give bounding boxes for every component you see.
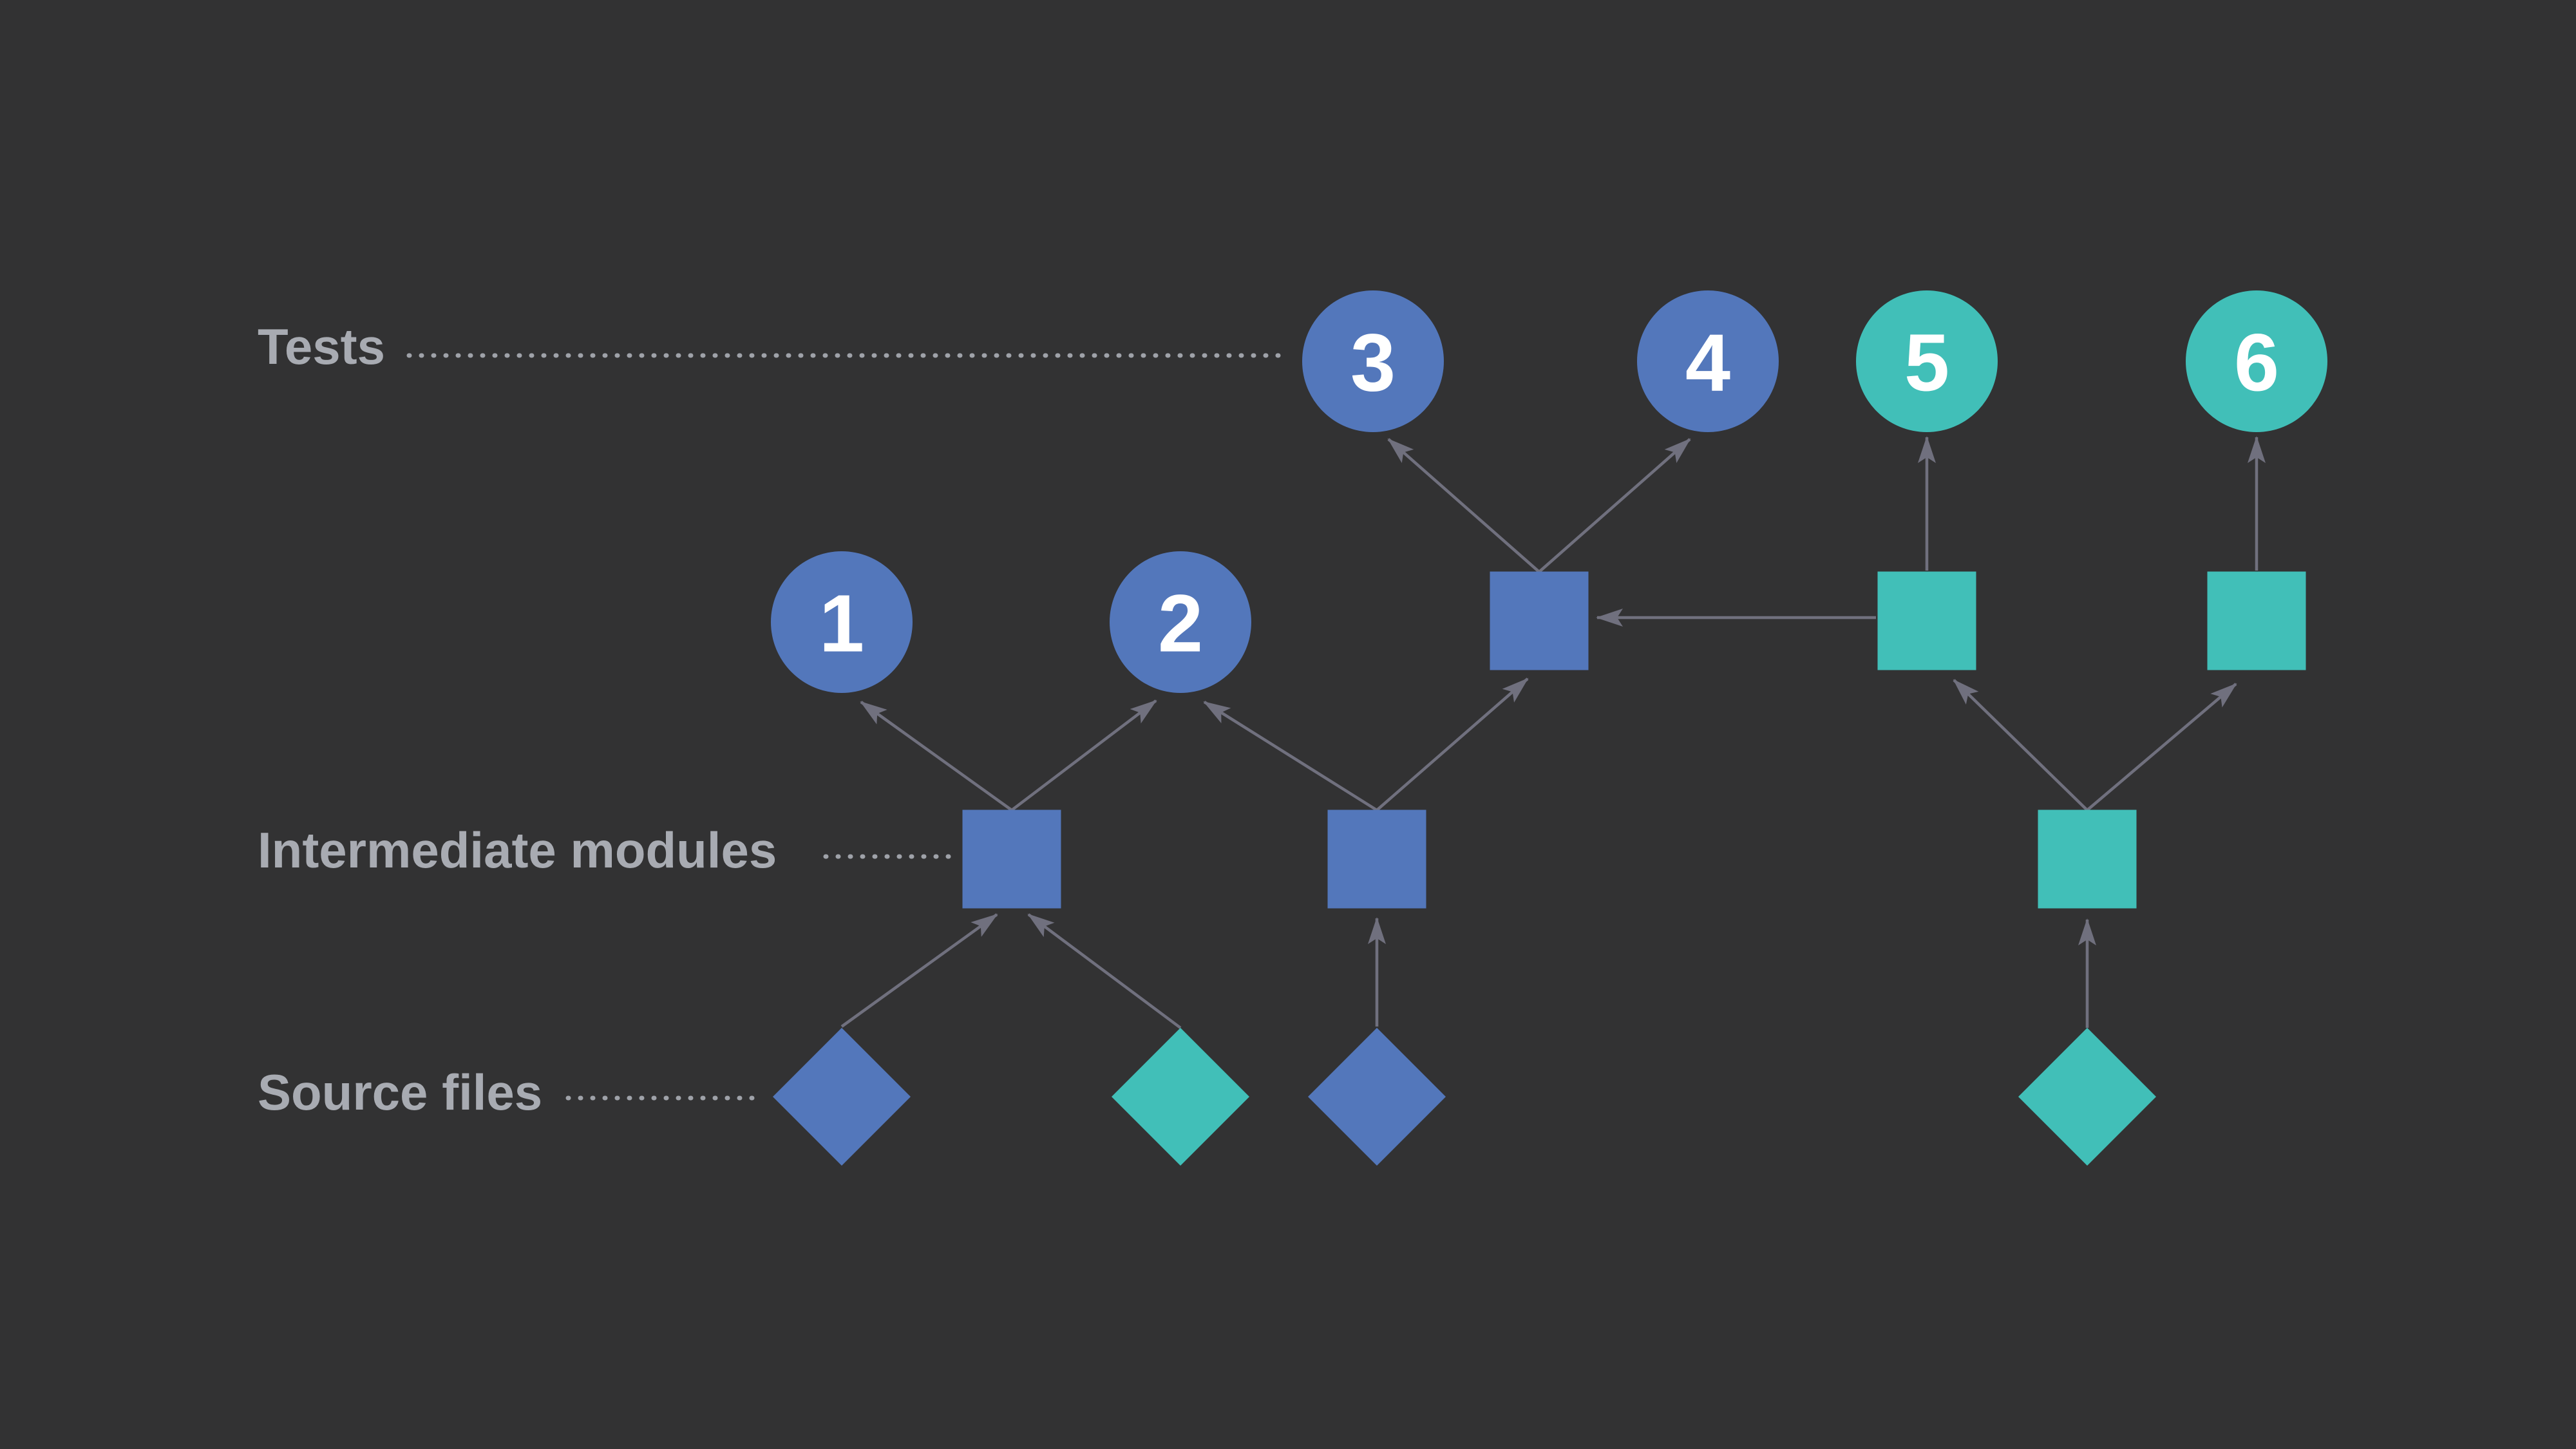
test-circle-6: [2186, 290, 2327, 432]
intermediate-module-square-4: [1877, 571, 1976, 670]
source-file-diamond-4: [2018, 1028, 2156, 1166]
dependency-arrow-intermediate-module-square-2-to-test-circle-2: [1203, 701, 1378, 811]
intermediate-module-square-1: [962, 810, 1061, 909]
dependency-arrow-intermediate-module-square-3-to-test-circle-3: [1387, 438, 1540, 573]
source-file-diamond-3: [1308, 1028, 1446, 1166]
source-file-diamond-2: [1112, 1028, 1249, 1166]
test-circle-4: [1637, 290, 1779, 432]
intermediate-module-square-3: [1490, 571, 1589, 670]
test-circle-2: [1110, 551, 1251, 693]
dependency-arrow-source-file-diamond-1-to-intermediate-module-square-1: [840, 913, 998, 1028]
row-label-tests: Tests: [258, 318, 385, 375]
intermediate-module-square-5: [2207, 571, 2306, 670]
test-circle-1-number: 1: [819, 578, 864, 668]
test-circle-3: [1302, 290, 1444, 432]
test-circle-6-number: 6: [2234, 317, 2279, 408]
test-circle-3-number: 3: [1350, 317, 1396, 408]
test-circle-5-number: 5: [1904, 317, 1949, 408]
test-circle-1: [771, 551, 913, 693]
row-label-intermediate-modules: Intermediate modules: [258, 822, 777, 878]
intermediate-module-square-6: [2038, 810, 2137, 909]
test-circle-5: [1856, 290, 1998, 432]
dependency-arrow-intermediate-module-square-1-to-test-circle-2: [1010, 699, 1157, 811]
dependency-arrow-source-file-diamond-2-to-intermediate-module-square-1: [1027, 913, 1182, 1029]
dependency-arrow-intermediate-module-square-6-to-intermediate-module-square-4: [1953, 679, 2088, 811]
test-circle-2-number: 2: [1158, 578, 1203, 668]
dependency-arrow-intermediate-module-square-3-to-test-circle-4: [1538, 438, 1691, 573]
dependency-arrow-intermediate-module-square-6-to-intermediate-module-square-5: [2086, 683, 2237, 811]
source-file-diamond-1: [773, 1028, 911, 1166]
intermediate-module-square-2: [1327, 810, 1426, 909]
dependency-arrow-intermediate-module-square-2-to-intermediate-module-square-3: [1376, 677, 1529, 811]
edges-layer: [840, 436, 2266, 1029]
row-label-source-files: Source files: [258, 1064, 542, 1121]
test-circle-4-number: 4: [1685, 317, 1730, 408]
dependency-arrow-intermediate-module-square-1-to-test-circle-1: [860, 701, 1013, 811]
nodes-layer: 1 2 3 4 5 6: [771, 290, 2327, 1166]
